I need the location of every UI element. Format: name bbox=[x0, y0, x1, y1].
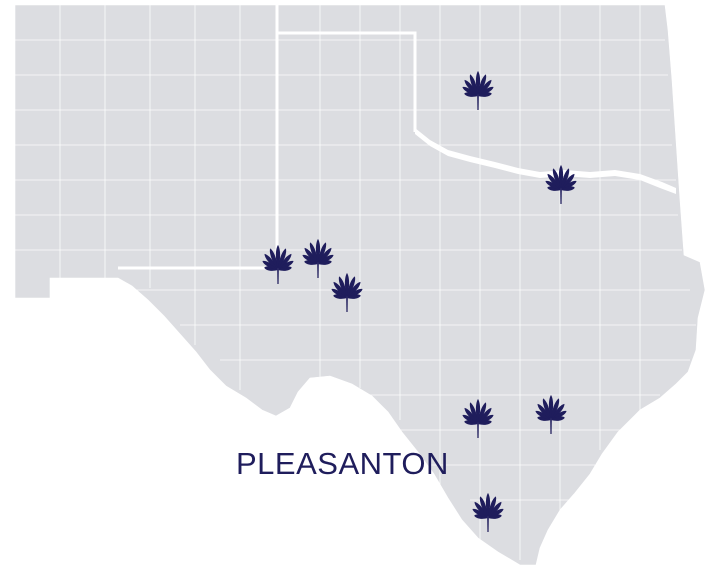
red-river bbox=[415, 128, 676, 194]
leaf-fan-icon[interactable] bbox=[301, 239, 334, 278]
leaf-fan-icon[interactable] bbox=[534, 395, 567, 434]
city-label: PLEASANTON bbox=[236, 446, 449, 481]
location-markers bbox=[261, 71, 577, 532]
leaf-fan-icon[interactable] bbox=[461, 71, 494, 110]
leaf-fan-icon[interactable] bbox=[544, 165, 577, 204]
county-lines bbox=[15, 5, 696, 560]
leaf-fan-icon[interactable] bbox=[461, 399, 494, 438]
leaf-fan-icon[interactable] bbox=[261, 245, 294, 284]
leaf-fan-icon[interactable] bbox=[471, 493, 504, 532]
leaf-fan-icon[interactable] bbox=[330, 273, 363, 312]
